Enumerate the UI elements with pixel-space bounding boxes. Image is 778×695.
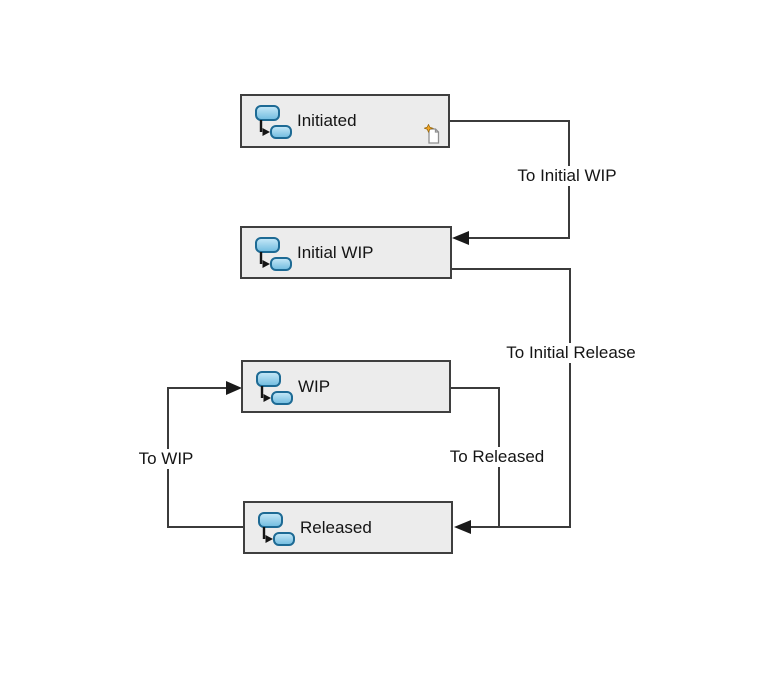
workflow-state-icon xyxy=(258,511,295,546)
workflow-state-icon xyxy=(255,105,292,139)
arrowhead-right-icon xyxy=(226,381,242,395)
state-name: WIP xyxy=(298,376,331,396)
edge-line xyxy=(451,387,500,527)
transition-label-to-initial-release[interactable]: To Initial Release xyxy=(503,343,639,363)
workflow-state-icon xyxy=(255,236,292,271)
state-name: Released xyxy=(300,517,372,537)
arrowhead-left-icon xyxy=(454,520,471,534)
arrowhead-left-icon xyxy=(452,231,469,245)
edge-line xyxy=(452,268,571,528)
edge-wip-to-released[interactable] xyxy=(451,387,500,527)
state-name: Initial WIP xyxy=(297,242,374,262)
transition-label-to-wip[interactable]: To WIP xyxy=(135,449,197,469)
state-box-released[interactable]: Released xyxy=(243,501,453,554)
state-name: Initiated xyxy=(297,111,357,130)
edge-initial-wip-to-released[interactable] xyxy=(452,268,571,534)
new-start-badge-icon xyxy=(424,124,440,144)
state-box-initial-wip[interactable]: Initial WIP xyxy=(240,226,452,279)
workflow-state-icon xyxy=(256,370,293,405)
transition-label-to-released[interactable]: To Released xyxy=(446,447,548,467)
transition-label-to-initial-wip[interactable]: To Initial WIP xyxy=(514,166,620,186)
state-box-wip[interactable]: WIP xyxy=(241,360,451,413)
state-box-initiated[interactable]: Initiated xyxy=(240,94,450,148)
